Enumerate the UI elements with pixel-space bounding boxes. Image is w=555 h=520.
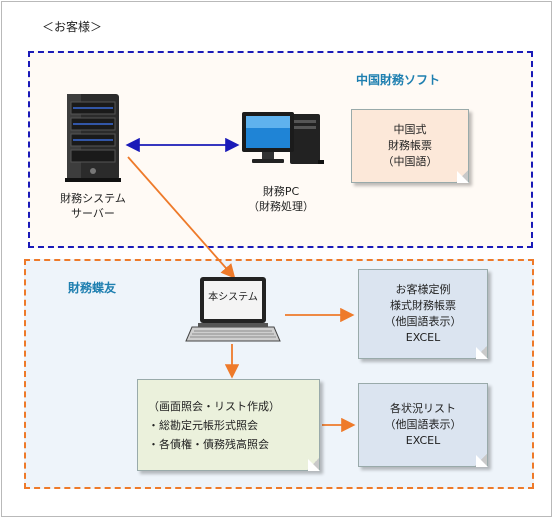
china-report-line2: 財務帳票 (388, 139, 432, 152)
customer-caption: ＜お客様＞ (42, 20, 103, 34)
page-fold-icon (307, 458, 319, 470)
report1-line2: 様式財務帳票 (390, 299, 456, 312)
page-fold-icon (475, 346, 487, 358)
page-fold-icon (456, 170, 468, 182)
china-format-report-note: 中国式 財務帳票 （中国語） (351, 109, 469, 183)
server-to-system-arrow (127, 156, 236, 279)
inquiry-functions-box: （画面照会・リスト作成） ・総勘定元帳形式照会 ・各債権・債務残高照会 (137, 379, 320, 471)
report1-line1: お客様定例 (395, 283, 451, 296)
report2-line1: 各状況リスト (390, 402, 456, 415)
status-list-report-note: 各状況リスト （他国語表示） EXCEL (358, 383, 488, 467)
pc-label-line2: （財務処理） (248, 200, 314, 213)
server-label-line1: 財務システム (60, 192, 126, 205)
server-label: 財務システム サーバー (47, 191, 139, 221)
customer-standard-report-note: お客様定例 様式財務帳票 （他国語表示） EXCEL (358, 269, 488, 359)
desktop-pc-icon (242, 112, 324, 164)
page-fold-icon (475, 454, 487, 466)
pc-label: 財務PC （財務処理） (236, 184, 326, 214)
report2-line3: EXCEL (405, 434, 441, 447)
zaimu-choyu-title: 財務蝶友 (68, 281, 117, 295)
laptop-icon (185, 277, 281, 342)
pc-label-line1: 財務PC (262, 185, 300, 198)
functions-line3: ・各債権・債務残高照会 (148, 437, 269, 451)
china-report-line1: 中国式 (393, 123, 427, 136)
china-finance-software-title: 中国財務ソフト (356, 73, 441, 87)
server-label-line2: サーバー (71, 207, 115, 220)
functions-line1: （画面照会・リスト作成） (148, 399, 280, 413)
report2-line2: （他国語表示） (384, 418, 462, 431)
china-report-line3: （中国語） (382, 155, 438, 168)
server-icon (65, 94, 121, 182)
report1-line4: EXCEL (405, 331, 441, 344)
functions-line2: ・総勘定元帳形式照会 (148, 418, 258, 432)
report1-line3: （他国語表示） (384, 315, 462, 328)
laptop-screen-label: 本システム (208, 292, 258, 303)
